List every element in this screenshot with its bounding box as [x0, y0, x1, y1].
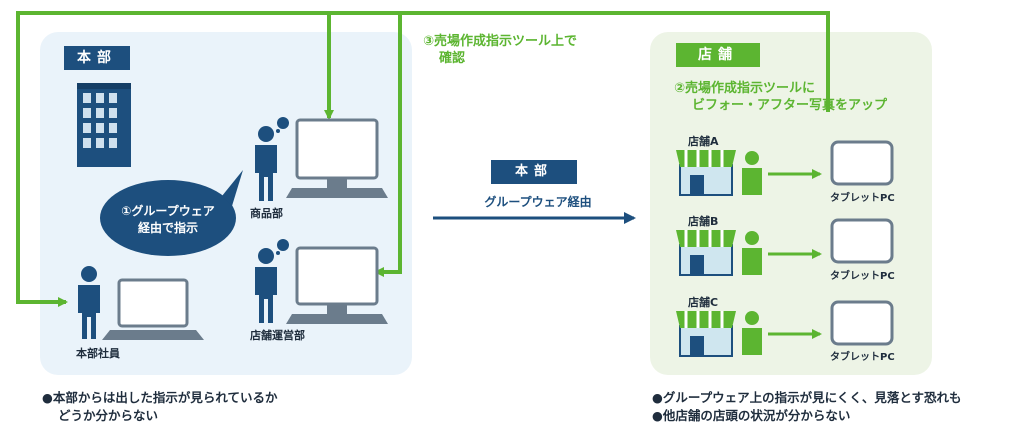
- storefront-b-icon: [676, 230, 736, 276]
- person-store-ops-icon: [255, 248, 277, 323]
- groupware-caption: グループウェア経由: [484, 195, 592, 209]
- store-b-row: [676, 218, 894, 276]
- headquarters-tag: 本部: [64, 46, 130, 70]
- store-note-line-2: ●他店舗の店頭の状況が分からない: [652, 408, 851, 423]
- dept-store-ops-label: 店舗運営部: [250, 329, 305, 342]
- hq-note: ●本部からは出した指示が見られているか どうか分からない: [42, 389, 278, 425]
- store-a-person-icon: [742, 151, 762, 195]
- dept-merchandise-label: 商品部: [250, 207, 283, 220]
- store-c-device: タブレットPC: [830, 352, 895, 363]
- monitor-merchandise-icon: [286, 118, 388, 198]
- hq-note-line-1: ●本部からは出した指示が見られているか: [42, 390, 278, 405]
- confirm-step-line-2: 確認: [439, 51, 466, 66]
- store-c-row: [676, 300, 894, 357]
- speech-bubble-line-1: ①グループウェア: [121, 204, 215, 218]
- thought-icon-store-ops: [276, 239, 289, 255]
- store-tag: 店舗: [676, 43, 760, 67]
- tablet-b-icon: [830, 218, 894, 264]
- store-c-person-icon: [742, 311, 762, 355]
- storefront-c-icon: [676, 311, 736, 357]
- person-employee-icon: [78, 266, 100, 339]
- store-a-device: タブレットPC: [830, 193, 895, 204]
- upload-step-text: ②売場作成指示ツールに ビフォー・アフター写真をアップ: [674, 80, 887, 114]
- employee-label: 本部社員: [76, 347, 120, 360]
- store-a-row: [676, 140, 894, 196]
- middle-hq-tag: 本部: [491, 160, 577, 184]
- tablet-c-icon: [830, 300, 894, 346]
- store-note: ●グループウェア上の指示が見にくく、見落とす恐れも ●他店舗の店頭の状況が分から…: [652, 389, 962, 425]
- building-icon: [77, 83, 131, 167]
- store-b-device: タブレットPC: [830, 271, 895, 282]
- thought-icon-merchandise: [276, 117, 289, 133]
- tablet-a-icon: [830, 140, 894, 186]
- feedback-loop-lines: [16, 11, 830, 307]
- store-a-name: 店舗A: [688, 135, 719, 148]
- hq-note-line-2: どうか分からない: [58, 408, 159, 423]
- speech-bubble-text: ①グループウェア 経由で指示: [100, 203, 236, 237]
- confirm-step-line-1: ③売場作成指示ツール上で: [423, 34, 578, 49]
- upload-step-line-1: ②売場作成指示ツールに: [674, 81, 816, 96]
- storefront-a-icon: [676, 150, 736, 196]
- upload-step-line-2: ビフォー・アフター写真をアップ: [692, 98, 888, 113]
- store-b-person-icon: [742, 231, 762, 275]
- person-merchandise-icon: [255, 126, 277, 201]
- speech-bubble-shape: [100, 170, 243, 256]
- laptop-employee-icon: [102, 278, 204, 340]
- speech-bubble-line-2: 経由で指示: [137, 221, 198, 235]
- store-note-line-1: ●グループウェア上の指示が見にくく、見落とす恐れも: [652, 390, 962, 405]
- monitor-store-ops-icon: [286, 246, 388, 324]
- store-b-name: 店舗B: [688, 215, 719, 228]
- confirm-step-text: ③売場作成指示ツール上で 確認: [423, 33, 577, 67]
- store-c-name: 店舗C: [688, 296, 719, 309]
